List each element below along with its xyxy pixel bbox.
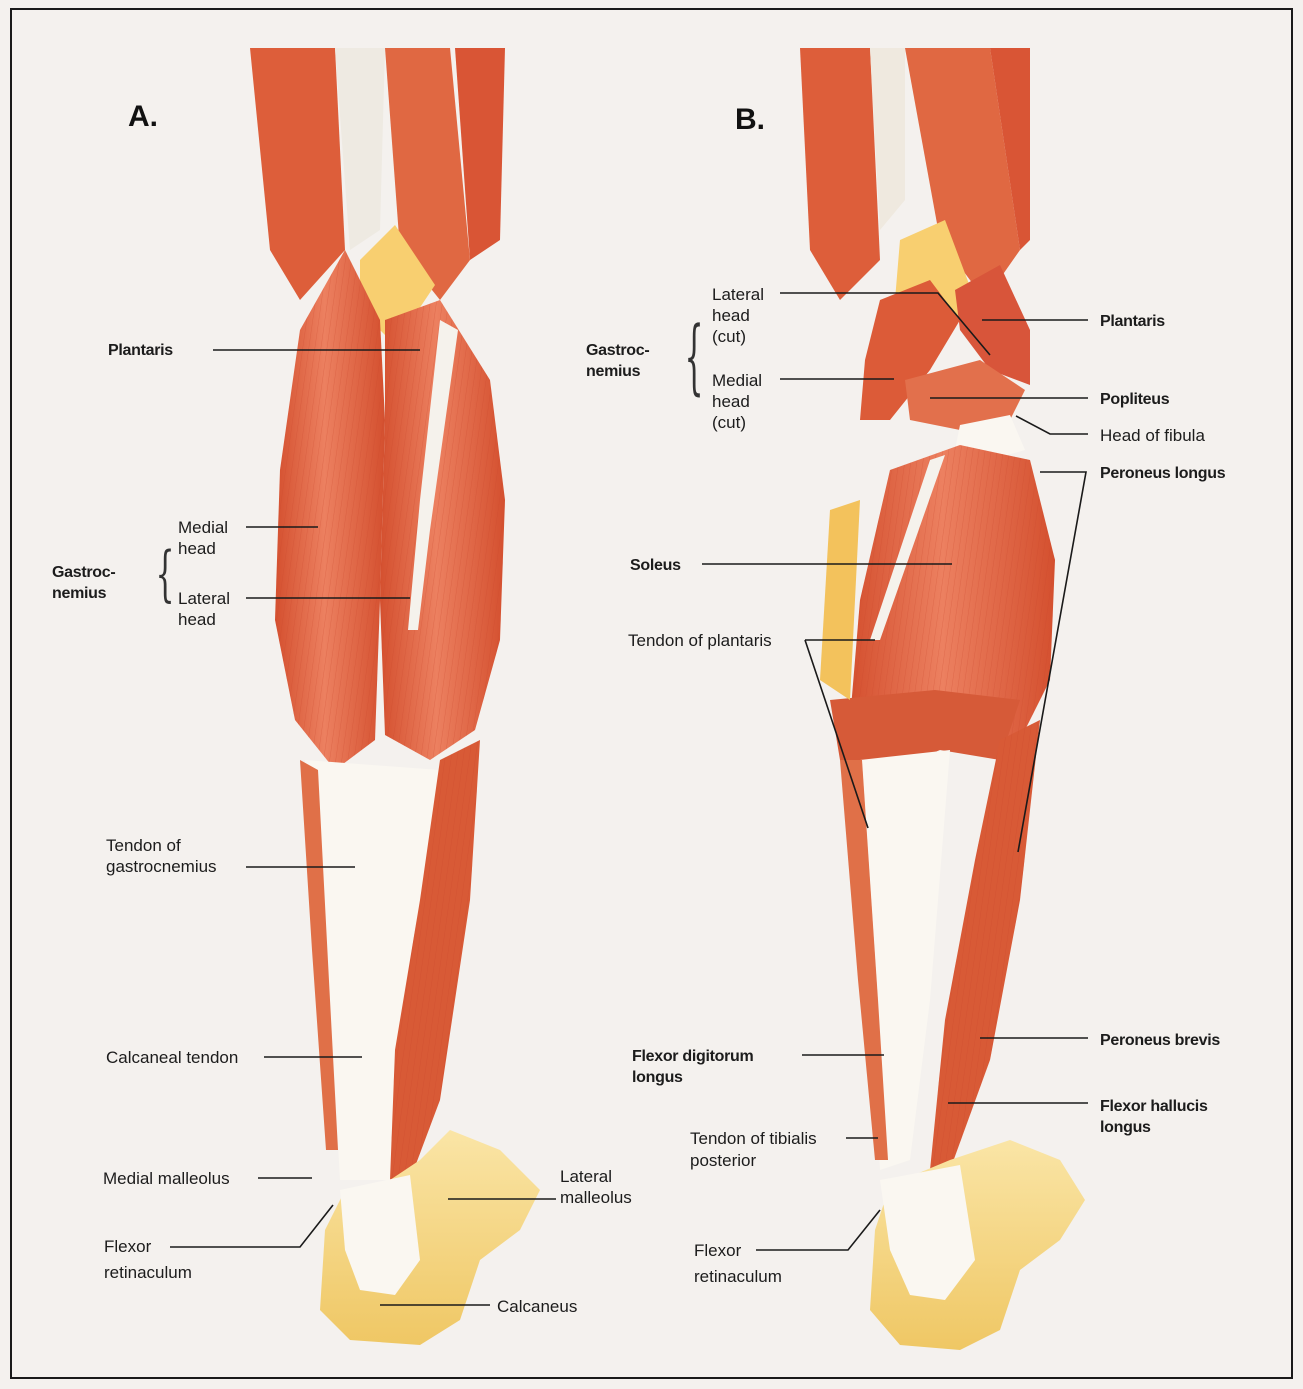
leader-a-flexor-retinaculum bbox=[170, 1205, 333, 1247]
label-b-lateral-cut-3: (cut) bbox=[712, 326, 746, 347]
label-a-calcaneal-tendon: Calcaneal tendon bbox=[106, 1047, 238, 1068]
panel-b-letter: B. bbox=[735, 103, 765, 137]
label-a-lateral-malleolus-2: malleolus bbox=[560, 1187, 632, 1208]
label-a-gastroc-1: Gastroc- bbox=[52, 562, 115, 583]
label-a-flexor-ret-1: Flexor bbox=[104, 1236, 151, 1257]
label-b-tibialis-post-1: Tendon of tibialis bbox=[690, 1128, 817, 1149]
label-b-gastroc-2: nemius bbox=[586, 361, 640, 382]
brace-a: { bbox=[156, 504, 175, 644]
label-b-head-of-fibula: Head of fibula bbox=[1100, 425, 1205, 446]
label-b-lateral-cut-2: head bbox=[712, 305, 750, 326]
panel-a-thigh-muscles bbox=[250, 48, 345, 300]
label-b-fhl-1: Flexor hallucis bbox=[1100, 1096, 1208, 1117]
label-a-flexor-ret-2: retinaculum bbox=[104, 1262, 192, 1283]
label-b-peroneus-brevis: Peroneus brevis bbox=[1100, 1030, 1220, 1051]
label-b-lateral-cut-1: Lateral bbox=[712, 284, 764, 305]
label-a-gastroc-2: nemius bbox=[52, 583, 106, 604]
label-b-soleus: Soleus bbox=[630, 555, 681, 576]
label-a-lateral-1: Lateral bbox=[178, 588, 230, 609]
label-a-tendon-gastroc-1: Tendon of bbox=[106, 835, 181, 856]
label-b-plantaris: Plantaris bbox=[1100, 311, 1165, 332]
panel-b-thigh-muscles bbox=[800, 48, 880, 300]
label-b-gastroc-1: Gastroc- bbox=[586, 340, 649, 361]
brace-b: { bbox=[685, 229, 704, 486]
leader-b-head-of-fibula bbox=[1016, 416, 1088, 434]
label-b-medial-cut-3: (cut) bbox=[712, 412, 746, 433]
label-b-medial-cut-1: Medial bbox=[712, 370, 762, 391]
label-b-tendon-plantaris: Tendon of plantaris bbox=[628, 630, 772, 651]
label-a-medial-1: Medial bbox=[178, 517, 228, 538]
label-a-calcaneus: Calcaneus bbox=[497, 1296, 577, 1317]
label-a-medial-malleolus: Medial malleolus bbox=[103, 1168, 230, 1189]
label-a-lateral-2: head bbox=[178, 609, 216, 630]
panel-a-letter: A. bbox=[128, 100, 158, 134]
label-b-medial-cut-2: head bbox=[712, 391, 750, 412]
label-b-popliteus: Popliteus bbox=[1100, 389, 1169, 410]
label-b-tibialis-post-2: posterior bbox=[690, 1150, 756, 1171]
label-a-medial-2: head bbox=[178, 538, 216, 559]
label-a-lateral-malleolus-1: Lateral bbox=[560, 1166, 612, 1187]
panel-a-leg bbox=[250, 48, 540, 1345]
panel-b-leg bbox=[800, 48, 1085, 1350]
label-b-flexor-ret-1: Flexor bbox=[694, 1240, 741, 1261]
label-b-flexor-ret-2: retinaculum bbox=[694, 1266, 782, 1287]
label-b-fdl-1: Flexor digitorum bbox=[632, 1046, 753, 1067]
label-a-plantaris: Plantaris bbox=[108, 340, 173, 361]
label-b-fhl-2: longus bbox=[1100, 1117, 1151, 1138]
label-b-fdl-2: longus bbox=[632, 1067, 683, 1088]
label-b-peroneus-longus: Peroneus longus bbox=[1100, 463, 1225, 484]
label-a-tendon-gastroc-2: gastrocnemius bbox=[106, 856, 217, 877]
leader-b-flexor-retinaculum bbox=[756, 1210, 880, 1250]
